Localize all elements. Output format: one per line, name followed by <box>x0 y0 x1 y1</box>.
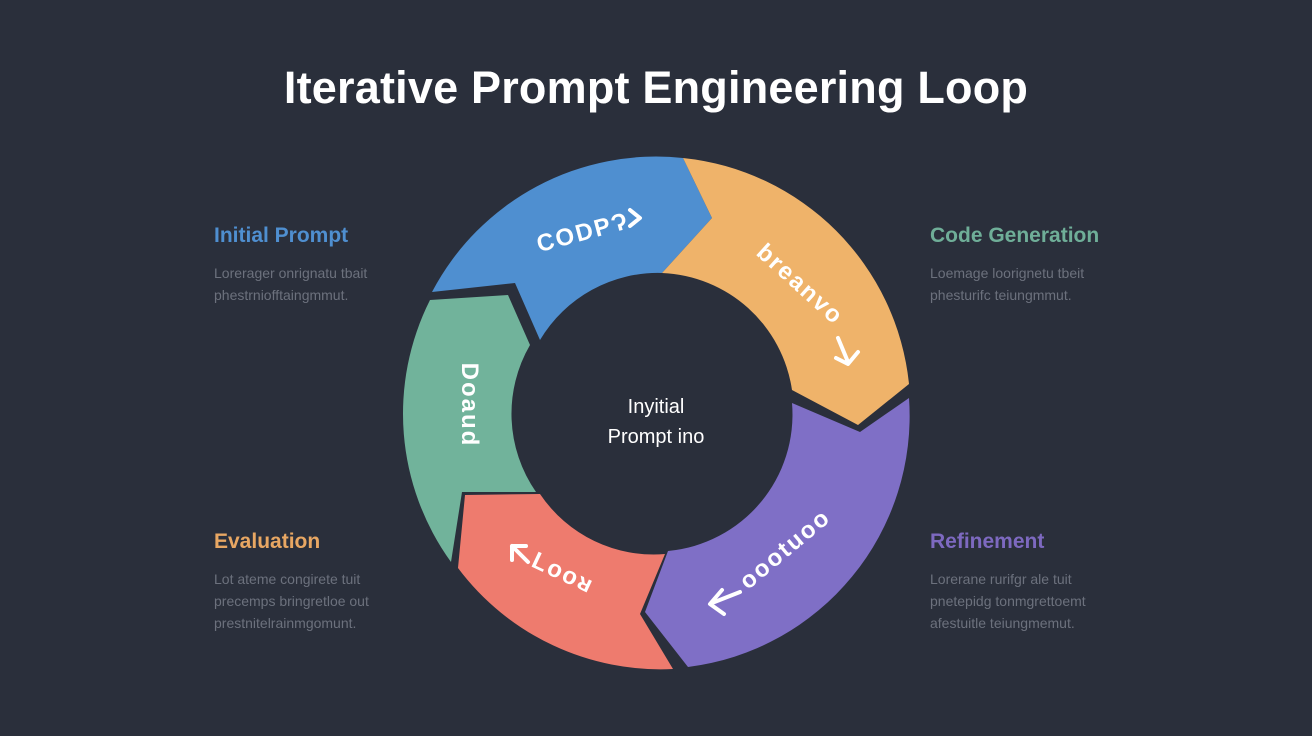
cycle-segment-blue <box>432 156 712 340</box>
evaluation-description: Lot ateme congirete tuit precemps bringr… <box>214 568 444 634</box>
code-generation-block: Code Generation Loemage loorignetu tbeit… <box>930 224 1160 306</box>
description-line: prestnitelrainmgomunt. <box>214 615 357 631</box>
refinement-description: Lorerane rurifgr ale tuit pnetepidg tonm… <box>930 568 1160 634</box>
description-line: phestrniofftaingmmut. <box>214 287 349 303</box>
description-line: afestuitle teiungmemut. <box>930 615 1075 631</box>
arrow-left-icon <box>708 588 742 616</box>
initial-prompt-heading: Initial Prompt <box>214 224 349 247</box>
evaluation-block: Evaluation Lot ateme congirete tuit prec… <box>214 530 444 634</box>
center-label-line-1: Inyitial <box>628 396 685 418</box>
initial-prompt-block: Initial Prompt Lorerager onrignatu tbait… <box>214 224 444 306</box>
initial-prompt-description: Lorerager onrignatu tbait phestrniofftai… <box>214 262 444 306</box>
description-line: Loemage loorignetu tbeit <box>930 265 1085 281</box>
arrow-right-icon <box>628 208 642 228</box>
arrow-down-icon <box>834 336 860 366</box>
evaluation-heading: Evaluation <box>214 530 321 553</box>
description-line: pnetepidg tonmgrettoemt <box>930 593 1086 609</box>
segment-label-green: Doaud <box>456 363 483 448</box>
description-line: Lorerager onrignatu tbait <box>214 265 368 281</box>
page-title: Iterative Prompt Engineering Loop <box>283 62 1029 113</box>
refinement-heading: Refinement <box>930 530 1045 553</box>
center-label-line-2: Prompt ino <box>608 426 705 448</box>
description-line: phesturifc teiungmmut. <box>930 287 1072 303</box>
refinement-block: Refinement Lorerane rurifgr ale tuit pne… <box>930 530 1160 634</box>
description-line: Lot ateme congirete tuit <box>214 571 361 587</box>
code-generation-heading: Code Generation <box>930 224 1100 247</box>
cycle-segment-red <box>458 494 673 670</box>
description-line: precemps bringretloe out <box>214 593 369 609</box>
arrow-up-left-icon <box>510 544 530 564</box>
description-line: Lorerane rurifgr ale tuit <box>930 571 1072 587</box>
code-generation-description: Loemage loorignetu tbeit phesturifc teiu… <box>930 262 1160 306</box>
cycle-segment-green <box>402 295 536 562</box>
